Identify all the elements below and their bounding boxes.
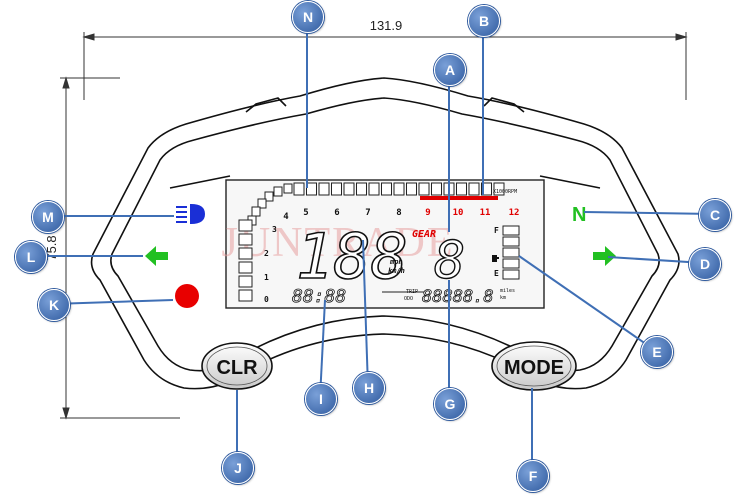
fuel-empty-label: E	[494, 269, 499, 278]
tach-scale-12: 12	[509, 208, 520, 218]
tach-left-segment	[238, 247, 253, 260]
tach-segment	[468, 182, 480, 196]
tach-scale-7: 7	[365, 208, 370, 218]
speed-digits: 188	[296, 220, 408, 293]
left-turn-signal-icon	[145, 246, 168, 266]
tachometer-bar	[247, 182, 505, 226]
lcd-panel	[225, 179, 545, 309]
clr-button[interactable]: CLR	[201, 342, 273, 390]
tach-segment	[343, 182, 355, 196]
speed-unit-mph: mph	[389, 258, 403, 266]
clock-display: 88:88	[292, 286, 346, 307]
tach-segment	[481, 182, 492, 196]
callout-leader-lines	[30, 16, 715, 475]
tach-segment	[368, 182, 380, 196]
tach-segment	[431, 182, 442, 196]
tach-scale-5: 5	[303, 208, 308, 218]
tach-left-segment	[238, 289, 253, 302]
left-scale-2: 2	[264, 249, 269, 258]
tach-segment	[393, 182, 405, 196]
height-dimension-label: 75.8	[44, 235, 59, 260]
neutral-indicator: N	[572, 204, 586, 226]
redline-strip	[420, 196, 498, 200]
tach-scale-4: 4	[283, 212, 289, 222]
fuel-pump-icon	[492, 255, 499, 262]
fuel-full-label: F	[494, 226, 499, 235]
odo-label-odo: ODO	[404, 296, 413, 302]
dimension-lines	[60, 32, 688, 420]
left-scale-0: 0	[264, 295, 269, 304]
tach-scale-10: 10	[453, 208, 464, 218]
warning-light-icon	[175, 284, 199, 308]
tach-segment	[283, 183, 293, 194]
headlight-icon	[176, 203, 206, 225]
tach-segment	[356, 182, 367, 196]
clr-button-label: CLR	[216, 357, 258, 379]
watermark-text: JUNTRADE	[222, 220, 455, 266]
tach-segment	[306, 182, 317, 196]
right-turn-signal-icon	[593, 246, 616, 266]
odo-unit-km: km	[500, 295, 506, 301]
tach-segment	[456, 182, 467, 196]
speed-display: 188	[295, 219, 409, 294]
width-dimension-label: 131.9	[370, 18, 403, 33]
tach-scale-6: 6	[334, 208, 339, 218]
tach-segment	[381, 182, 392, 196]
mode-button[interactable]: MODE	[491, 341, 577, 391]
tach-unit-label: X1000RPM	[493, 189, 517, 195]
tach-segment	[406, 182, 417, 196]
tach-left-segment	[238, 233, 253, 246]
tach-segment	[293, 182, 305, 196]
left-scale-1: 1	[264, 273, 269, 282]
odo-label-trip: TRIP	[406, 289, 418, 295]
tach-scale-8: 8	[396, 208, 401, 218]
tach-scale-9: 9	[425, 208, 430, 218]
tach-segment	[251, 206, 261, 217]
tach-left-segment	[238, 275, 253, 288]
tach-segment	[257, 198, 267, 209]
tach-segment	[264, 191, 274, 202]
tach-segment	[493, 182, 505, 196]
odometer-value: 88888.8	[422, 287, 494, 307]
tach-segment	[318, 182, 330, 196]
left-scale-3: 3	[272, 225, 277, 234]
speed-unit-kmh: km/h	[388, 267, 405, 275]
mode-button-label: MODE	[504, 357, 564, 379]
tach-segment	[418, 182, 430, 196]
tach-segment	[273, 186, 283, 197]
tach-segment	[331, 182, 342, 196]
odo-unit-miles: miles	[500, 288, 515, 294]
fuel-gauge	[502, 225, 520, 280]
tach-scale-11: 11	[480, 208, 491, 218]
tach-left-segment	[238, 219, 253, 232]
tach-left-segment	[238, 261, 253, 274]
gear-label: GEAR	[412, 229, 436, 240]
tachometer-left-column	[238, 219, 253, 302]
